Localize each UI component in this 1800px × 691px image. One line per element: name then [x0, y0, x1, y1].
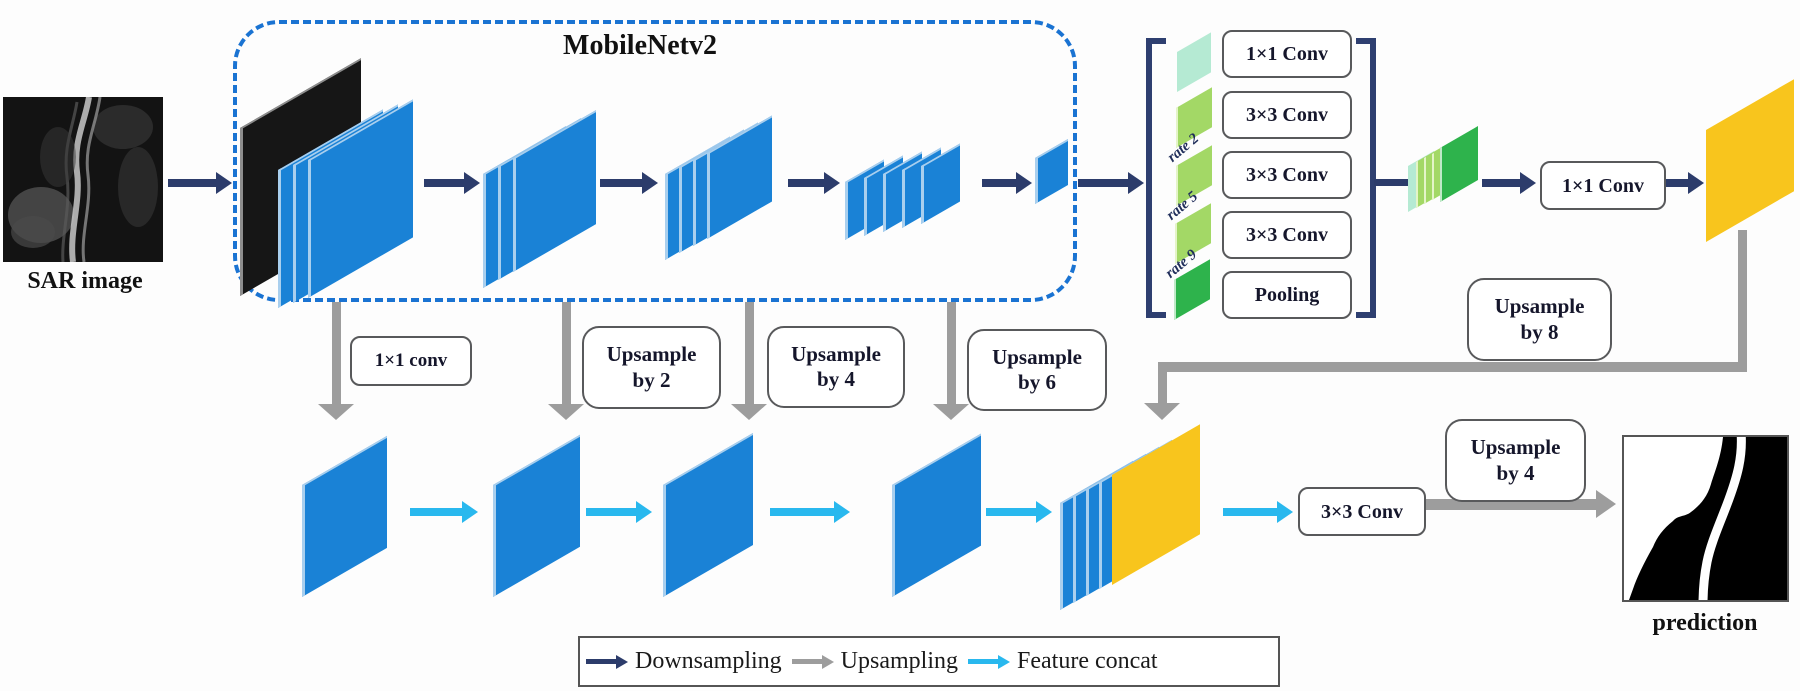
- aspp-pooling-label: Pooling: [1254, 284, 1320, 306]
- downsample-arrow: [1666, 172, 1704, 194]
- decoder-feature-plate: [302, 435, 387, 597]
- upsample-arrow: [548, 302, 584, 420]
- decoder-feature-plate: [493, 434, 580, 597]
- aspp-conv-box: 1×1 Conv: [1222, 30, 1352, 78]
- legend-label: Downsampling: [635, 648, 782, 674]
- upsample8-box: Upsample by 8: [1467, 278, 1612, 361]
- skip-upsample-label: Upsample: [791, 341, 881, 366]
- upsample8-label: Upsample: [1494, 294, 1585, 319]
- aspp-left-bracket: [1146, 38, 1166, 318]
- aspp-pooling-box: Pooling: [1222, 271, 1352, 319]
- final-upsample-label: Upsample: [1470, 435, 1561, 460]
- aspp-branch-plate: [1177, 32, 1211, 92]
- legend-label: Upsampling: [840, 648, 958, 674]
- mobilenetv2-backbone-box: [233, 20, 1077, 302]
- final-upsample-box: Upsample by 4: [1445, 419, 1586, 502]
- skip-upsample-label: Upsample: [992, 344, 1082, 369]
- upsample8-path: [1158, 362, 1747, 372]
- concat-arrow: [986, 501, 1052, 523]
- final-upsample-label: by 4: [1496, 460, 1535, 485]
- sar-input-image: [3, 97, 163, 262]
- upsample8-label: by 8: [1520, 319, 1559, 344]
- upsample8-arrowhead: [1144, 403, 1180, 420]
- aspp-conv-box: 3×3 Conv: [1222, 211, 1352, 259]
- skip-conv-label: 1×1 conv: [374, 349, 448, 371]
- downsample-arrow: [168, 172, 232, 194]
- concat-arrow: [1223, 501, 1293, 523]
- aspp-concat-plate: [1440, 126, 1478, 202]
- upsample-arrow: [731, 302, 767, 420]
- skip-upsample-label: Upsample: [606, 342, 697, 367]
- projection-conv-label: 1×1 Conv: [1562, 174, 1644, 197]
- decoder-feature-plate: [892, 433, 981, 597]
- legend-item: Feature concat: [968, 648, 1158, 675]
- connector-line: [1374, 179, 1408, 186]
- downsample-arrow: [1078, 172, 1144, 194]
- decoder-conv-box: 3×3 Conv: [1298, 487, 1426, 536]
- aspp-conv-label: 3×3 Conv: [1246, 104, 1328, 126]
- decoder-concat-plate: [1112, 424, 1200, 585]
- concat-arrow: [586, 501, 652, 523]
- upsample8-path: [1738, 230, 1747, 366]
- concat-arrow: [410, 501, 478, 523]
- upsample-arrow: [318, 302, 354, 420]
- concat-arrow: [770, 501, 850, 523]
- legend-item: Upsampling: [791, 648, 958, 675]
- aspp-conv-box: 3×3 Conv: [1222, 91, 1352, 139]
- backbone-title: MobileNetv2: [563, 30, 717, 61]
- skip-upsample-label: by 6: [1018, 370, 1056, 394]
- skip-upsample-box: Upsample by 4: [767, 326, 905, 408]
- legend-label: Feature concat: [1017, 648, 1158, 674]
- downsample-arrow: [424, 172, 480, 194]
- skip-conv-box: 1×1 conv: [350, 336, 472, 386]
- upsample-arrow: [933, 302, 969, 420]
- skip-upsample-label: by 4: [817, 367, 855, 391]
- prediction-image: [1622, 435, 1789, 602]
- downsampling-arrow-icon: [586, 654, 628, 669]
- downsample-arrow: [788, 172, 840, 194]
- skip-upsample-label: by 2: [632, 367, 671, 392]
- decoder-feature-plate: [663, 433, 753, 597]
- feature-concat-arrow-icon: [968, 654, 1010, 669]
- aspp-conv-label: 1×1 Conv: [1246, 43, 1328, 65]
- sar-image-label: SAR image: [27, 268, 143, 294]
- legend-item: Downsampling: [586, 648, 782, 675]
- downsample-arrow: [600, 172, 658, 194]
- aspp-conv-box: 3×3 Conv: [1222, 151, 1352, 199]
- skip-upsample-box: Upsample by 2: [582, 326, 721, 409]
- decoder-conv-label: 3×3 Conv: [1321, 500, 1403, 523]
- aspp-conv-label: 3×3 Conv: [1246, 164, 1328, 186]
- skip-upsample-box: Upsample by 6: [967, 329, 1107, 411]
- aspp-right-bracket: [1356, 38, 1376, 318]
- prediction-label: prediction: [1652, 610, 1758, 636]
- upsample8-path: [1158, 372, 1167, 404]
- upsampling-arrow-icon: [791, 654, 834, 669]
- projection-conv-box: 1×1 Conv: [1540, 161, 1666, 210]
- aspp-conv-label: 3×3 Conv: [1246, 224, 1328, 246]
- aspp-output-plate: [1706, 79, 1794, 242]
- upsample-arrow: [1426, 490, 1616, 518]
- downsample-arrow: [982, 172, 1032, 194]
- downsample-arrow: [1482, 172, 1536, 194]
- legend: Downsampling Upsampling Feature concat: [578, 636, 1280, 687]
